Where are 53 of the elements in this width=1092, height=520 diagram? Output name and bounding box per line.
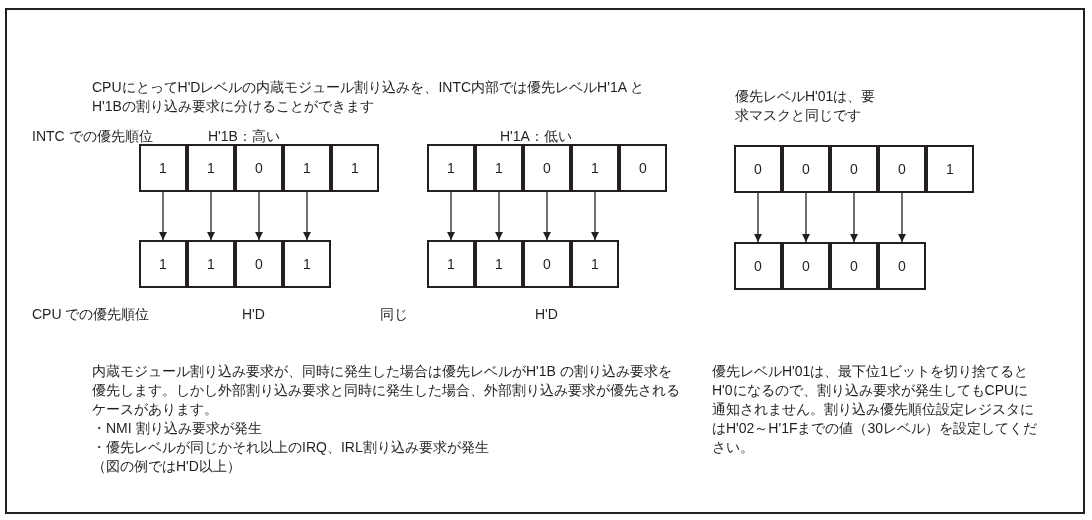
bit-cell: 1 xyxy=(283,144,331,192)
bit-cell: 0 xyxy=(734,242,782,290)
bit-cell: 1 xyxy=(427,240,475,288)
bit-cell: 1 xyxy=(427,144,475,192)
priority-label: H'1A：低い xyxy=(500,127,573,146)
bit-cell: 0 xyxy=(830,145,878,193)
bullet-item: ・NMI 割り込み要求が発生 xyxy=(92,419,263,438)
arrow xyxy=(591,191,599,241)
bit-cell: 0 xyxy=(235,240,283,288)
arrow xyxy=(303,191,311,241)
bit-cell: 0 xyxy=(619,144,667,192)
bit-cell: 1 xyxy=(475,240,523,288)
bit-cell: 0 xyxy=(734,145,782,193)
bit-cell: 0 xyxy=(830,242,878,290)
arrow xyxy=(447,191,455,241)
arrow xyxy=(159,191,167,241)
note-text: （図の例ではH'D以上） xyxy=(92,457,242,476)
arrow xyxy=(754,192,762,243)
level-label: H'D xyxy=(242,305,266,324)
arrow xyxy=(802,192,810,243)
arrow xyxy=(495,191,503,241)
bit-cell: 0 xyxy=(523,240,571,288)
arrow xyxy=(543,191,551,241)
arrow xyxy=(255,191,263,241)
bit-cell: 1 xyxy=(139,144,187,192)
arrow xyxy=(850,192,858,243)
priority-label: H'1B：高い xyxy=(208,127,281,146)
bit-cell: 1 xyxy=(187,240,235,288)
intro-text: CPUにとってH'Dレベルの内蔵モジュール割り込みを、INTC内部では優先レベルH'1A とH'1Bの割り込み要求に分けることができます xyxy=(92,78,646,116)
bit-cell: 0 xyxy=(878,242,926,290)
bit-cell: 1 xyxy=(926,145,974,193)
row-label: INTC での優先順位 xyxy=(32,127,154,146)
row-label: CPU での優先順位 xyxy=(32,305,151,324)
explanation-text: 内蔵モジュール割り込み要求が、同時に発生した場合は優先レベルがH'1B の割り込み要求を優先します。しかし外部割り込み要求と同時に発生した場合、外部割り込み要求が優先されるケースがあります。 xyxy=(92,362,681,419)
bullet-item: ・優先レベルが同じかそれ以上のIRQ、IRL割り込み要求が発生 xyxy=(92,438,490,457)
bit-cell: 0 xyxy=(782,145,830,193)
arrow xyxy=(898,192,906,243)
bit-cell: 0 xyxy=(523,144,571,192)
bit-cell: 0 xyxy=(878,145,926,193)
bit-cell: 1 xyxy=(331,144,379,192)
bit-cell: 0 xyxy=(782,242,830,290)
bit-cell: 1 xyxy=(571,240,619,288)
arrow xyxy=(207,191,215,241)
bit-cell: 1 xyxy=(187,144,235,192)
bit-cell: 1 xyxy=(139,240,187,288)
bit-cell: 1 xyxy=(475,144,523,192)
bit-cell: 1 xyxy=(283,240,331,288)
note-text: 優先レベルH'01は、要求マスクと同じです xyxy=(735,87,877,125)
comparison-label: 同じ xyxy=(380,305,409,324)
level-label: H'D xyxy=(535,305,559,324)
bit-cell: 0 xyxy=(235,144,283,192)
bit-cell: 1 xyxy=(571,144,619,192)
explanation-text: 優先レベルH'01は、最下位1ビットを切り捨てるとH'0になるので、割り込み要求が発生してもCPUに通知されません。割り込み優先順位設定レジスタにはH'02～H'1Fまでの値（30レベル）を設定してください。 xyxy=(712,362,1039,457)
